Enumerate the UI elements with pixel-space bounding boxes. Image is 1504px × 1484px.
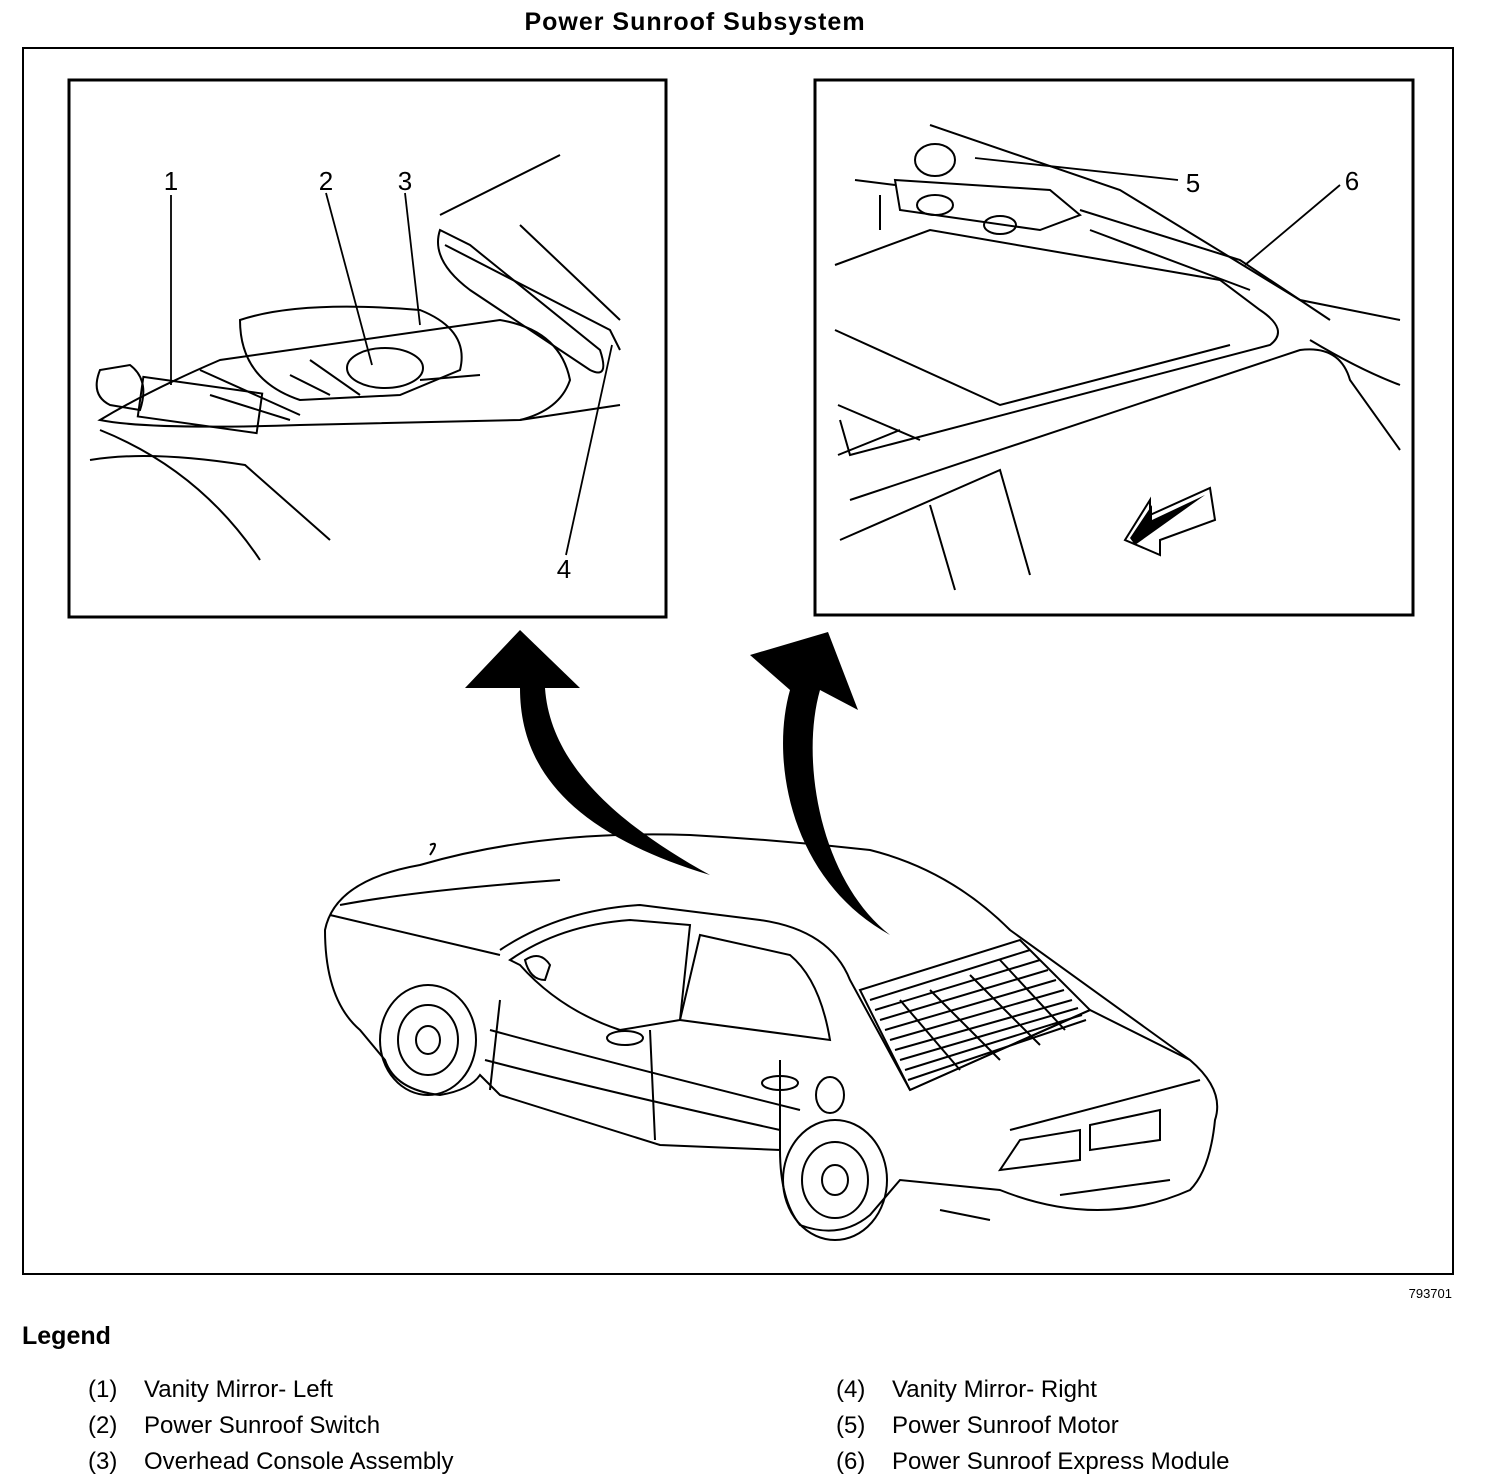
diagram-title: Power Sunroof Subsystem — [524, 8, 866, 36]
callout-3: 3 — [398, 166, 412, 196]
sunroof-motor-detail-panel: 5 6 — [813, 78, 1415, 617]
legend-number: (4) — [836, 1376, 866, 1403]
callout-6: 6 — [1345, 166, 1359, 196]
front-direction-arrow — [1123, 486, 1217, 557]
car-illustration — [323, 833, 1219, 1241]
legend-item: (1) Vanity Mirror- Left — [88, 1372, 454, 1408]
legend-text: Vanity Mirror- Right — [892, 1376, 1097, 1403]
leader-lines-left — [170, 192, 613, 556]
callout-4: 4 — [557, 554, 571, 584]
legend-item: (4) Vanity Mirror- Right — [836, 1372, 1230, 1408]
illustration: 1 2 3 4 5 6 — [67, 78, 1415, 1241]
legend-item: (5) Power Sunroof Motor — [836, 1408, 1230, 1444]
overhead-console-detail-panel: 1 2 3 4 — [67, 78, 668, 619]
callout-1: 1 — [164, 166, 178, 196]
legend-text: Power Sunroof Switch — [144, 1412, 381, 1439]
figure-frame — [22, 47, 1454, 1275]
legend-text: Vanity Mirror- Left — [144, 1376, 333, 1403]
legend-number: (5) — [836, 1412, 866, 1439]
legend-text: Power Sunroof Express Module — [892, 1448, 1230, 1475]
legend-text: Power Sunroof Motor — [892, 1412, 1119, 1439]
legend-item: (2) Power Sunroof Switch — [88, 1408, 454, 1444]
leader-lines-right — [974, 157, 1341, 266]
legend-item: (3) Overhead Console Assembly — [88, 1444, 454, 1480]
legend-text: Overhead Console Assembly — [144, 1448, 454, 1475]
callout-2: 2 — [319, 166, 333, 196]
figure-number: 793701 — [1408, 1286, 1452, 1301]
legend-number: (1) — [88, 1376, 118, 1403]
legend-number: (3) — [88, 1448, 118, 1475]
sunroof-frame-drawing — [834, 124, 1401, 591]
right-pointer-arrow — [750, 632, 890, 935]
overhead-console-drawing — [89, 154, 621, 561]
callout-5: 5 — [1186, 168, 1200, 198]
legend-number: (2) — [88, 1412, 118, 1439]
legend-column-left: (1) Vanity Mirror- Left (2) Power Sunroof … — [88, 1372, 454, 1480]
legend-heading: Legend — [22, 1322, 111, 1350]
legend-item: (6) Power Sunroof Express Module — [836, 1444, 1230, 1480]
left-pointer-arrow — [465, 630, 710, 875]
legend-column-right: (4) Vanity Mirror- Right (5) Power Sunroof… — [836, 1372, 1230, 1480]
legend-number: (6) — [836, 1448, 866, 1475]
